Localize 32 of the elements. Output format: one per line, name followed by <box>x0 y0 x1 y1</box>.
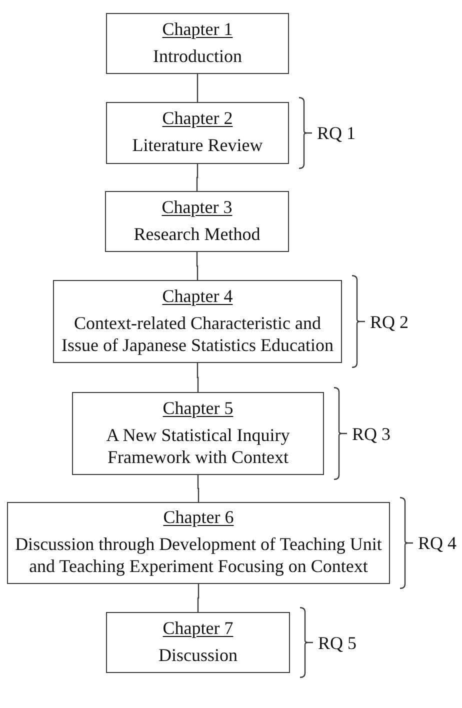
chapter-heading: Chapter 3 <box>162 196 232 218</box>
chapter-box <box>106 612 290 673</box>
connector-line <box>196 363 199 392</box>
chapter-box <box>7 502 390 584</box>
chapter-box <box>53 280 342 363</box>
chapter-box <box>72 392 324 475</box>
research-question-label: RQ 5 <box>318 632 357 654</box>
chapter-heading: Chapter 4 <box>162 284 233 306</box>
chapter-title: Discussion <box>158 644 238 666</box>
chapter-heading: Chapter 6 <box>163 506 234 528</box>
chapter-box <box>106 102 289 164</box>
connector-line <box>196 74 198 102</box>
chapter-title: Research Method <box>134 222 260 244</box>
research-question-label: RQ 1 <box>317 122 356 144</box>
research-question-label: RQ 2 <box>370 310 409 332</box>
chapter-title: Literature Review <box>132 134 263 156</box>
connector-line <box>197 475 200 502</box>
chapter-title: Discussion through Development of Teaching Unit and Teaching Experiment Focusing on Context <box>14 533 383 577</box>
chapter-heading: Chapter 1 <box>162 18 233 40</box>
connector-line <box>196 252 198 280</box>
chapter-box <box>106 13 289 74</box>
research-question-label: RQ 3 <box>352 422 391 444</box>
connector-line <box>196 164 198 191</box>
chapter-heading: Chapter 7 <box>162 616 234 638</box>
chapter-heading: Chapter 5 <box>162 396 234 418</box>
chapter-heading: Chapter 2 <box>162 107 233 129</box>
chapter-box <box>105 191 289 252</box>
research-question-label: RQ 4 <box>418 532 457 554</box>
chapter-title: A New Statistical Inquiry Framework with Context <box>105 424 291 468</box>
chapter-title: Context-related Characteristic and Issue of Japanese Statistics Education <box>60 312 334 356</box>
connector-line <box>197 584 200 612</box>
chapter-title: Introduction <box>153 44 242 66</box>
